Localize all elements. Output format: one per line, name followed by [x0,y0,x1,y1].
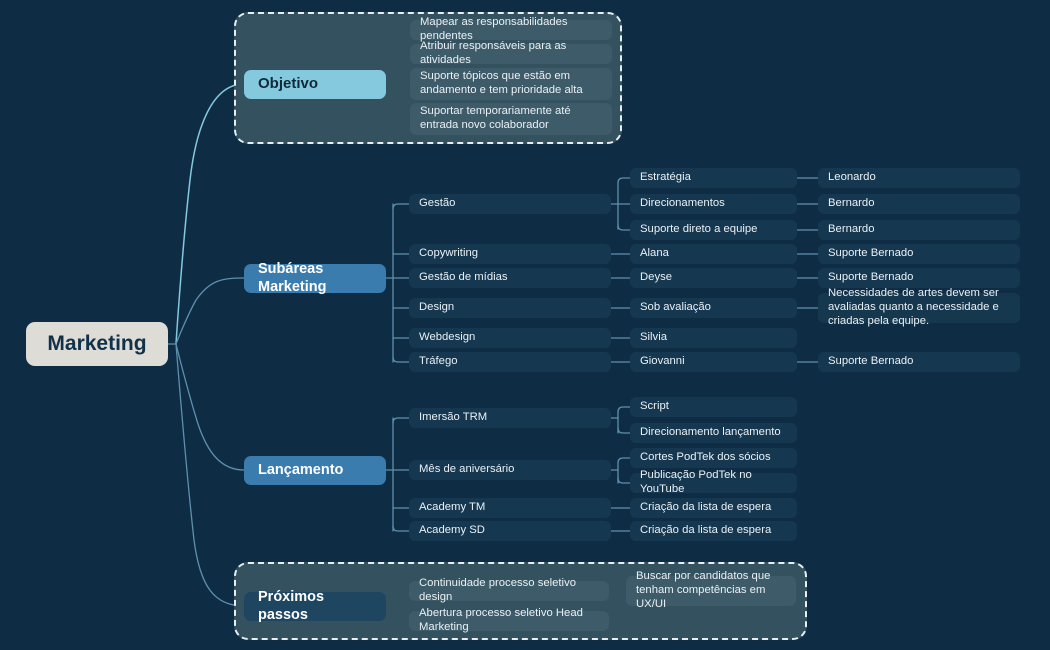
leaf-label: Suporte direto a equipe [640,223,758,236]
leaf-label: Webdesign [419,331,476,344]
leaf-label: Deyse [640,271,673,284]
leaf-label: Gestão de mídias [419,271,508,284]
leaf-necessidades-artes[interactable]: Necessidades de artes devem ser avaliada… [818,287,1020,327]
leaf-design[interactable]: Design [409,298,611,318]
leaf-mapear-responsabilidades[interactable]: Mapear as responsabilidades pendentes [410,16,612,42]
leaf-suporte-bernado-3[interactable]: Suporte Bernado [818,352,1020,372]
branch-node-subareas-label: Subáreas Marketing [258,260,327,295]
branch-node-lancamento-label: Lançamento [258,461,344,478]
leaf-label: Bernardo [828,197,875,210]
leaf-label: Copywriting [419,247,479,260]
leaf-label: Academy SD [419,524,485,537]
leaf-label: Continuidade processo seletivo design [419,577,576,603]
leaf-label: Atribuir responsáveis para as atividades [420,40,567,66]
leaf-label: Criação da lista de espera [640,501,772,514]
leaf-silvia[interactable]: Silvia [630,328,797,348]
leaf-deyse[interactable]: Deyse [630,268,797,288]
root-node-marketing[interactable]: Marketing [26,322,168,366]
leaf-suportar-temporariamente[interactable]: Suportar temporariamente até entrada nov… [410,103,612,135]
leaf-label: Abertura processo seletivo Head Marketin… [419,607,583,633]
leaf-label: Academy TM [419,501,486,514]
leaf-label: Silvia [640,331,667,344]
leaf-script[interactable]: Script [630,397,797,417]
leaf-label: Suporte Bernado [828,355,914,368]
leaf-direcionamentos[interactable]: Direcionamentos [630,194,797,214]
leaf-mes-de-aniversario[interactable]: Mês de aniversário [409,460,611,480]
leaf-label: Mapear as responsabilidades pendentes [420,16,568,42]
leaf-label: Design [419,301,455,314]
leaf-suporte-topicos[interactable]: Suporte tópicos que estão em andamento e… [410,68,612,100]
leaf-criacao-lista-espera-2[interactable]: Criação da lista de espera [630,521,797,541]
branch-node-subareas-marketing[interactable]: Subáreas Marketing [244,260,386,295]
leaf-academy-sd[interactable]: Academy SD [409,521,611,541]
leaf-label: Alana [640,247,669,260]
leaf-label: Direcionamento lançamento [640,426,781,439]
leaf-label: Publicação PodTek no YouTube [640,469,752,495]
leaf-publicacao-podtek-youtube[interactable]: Publicação PodTek no YouTube [630,469,797,495]
leaf-criacao-lista-espera-1[interactable]: Criação da lista de espera [630,498,797,518]
leaf-copywriting[interactable]: Copywriting [409,244,611,264]
root-node-label: Marketing [47,332,147,356]
leaf-label: Imersão TRM [419,411,488,424]
leaf-label: Necessidades de artes devem ser avaliada… [828,287,999,327]
leaf-buscar-candidatos-uxui[interactable]: Buscar por candidatos que tenham competê… [626,570,796,610]
leaf-label: Direcionamentos [640,197,725,210]
leaf-label: Suporte tópicos que estão em andamento e… [420,70,583,96]
leaf-abertura-processo-seletivo-head-marketing[interactable]: Abertura processo seletivo Head Marketin… [409,607,609,633]
leaf-label: Suportar temporariamente até entrada nov… [420,105,571,131]
leaf-label: Buscar por candidatos que tenham competê… [636,570,771,610]
leaf-label: Gestão [419,197,456,210]
leaf-label: Suporte Bernado [828,247,914,260]
leaf-gestao-de-midias[interactable]: Gestão de mídias [409,268,611,288]
leaf-estrategia[interactable]: Estratégia [630,168,797,188]
branch-node-lancamento[interactable]: Lançamento [244,456,386,485]
leaf-trafego[interactable]: Tráfego [409,352,611,372]
leaf-label: Sob avaliação [640,301,711,314]
leaf-alana[interactable]: Alana [630,244,797,264]
leaf-suporte-direto-equipe[interactable]: Suporte direto a equipe [630,220,797,240]
leaf-label: Mês de aniversário [419,463,515,476]
branch-node-proximos-label: Próximos passos [258,588,325,623]
leaf-label: Giovanni [640,355,685,368]
leaf-leonardo[interactable]: Leonardo [818,168,1020,188]
branch-node-proximos-passos[interactable]: Próximos passos [244,588,386,623]
branch-node-objetivo-label: Objetivo [258,75,319,93]
leaf-continuidade-processo-seletivo-design[interactable]: Continuidade processo seletivo design [409,577,609,603]
leaf-sob-avaliacao[interactable]: Sob avaliação [630,298,797,318]
leaf-bernardo-1[interactable]: Bernardo [818,194,1020,214]
leaf-suporte-bernado-1[interactable]: Suporte Bernado [818,244,1020,264]
leaf-label: Suporte Bernado [828,271,914,284]
leaf-atribuir-responsaveis[interactable]: Atribuir responsáveis para as atividades [410,40,612,66]
leaf-label: Tráfego [419,355,458,368]
leaf-webdesign[interactable]: Webdesign [409,328,611,348]
leaf-gestao[interactable]: Gestão [409,194,611,214]
leaf-bernardo-2[interactable]: Bernardo [818,220,1020,240]
leaf-label: Cortes PodTek dos sócios [640,451,771,464]
leaf-label: Criação da lista de espera [640,524,772,537]
leaf-label: Script [640,400,669,413]
leaf-label: Bernardo [828,223,875,236]
leaf-cortes-podtek-socios[interactable]: Cortes PodTek dos sócios [630,448,797,468]
branch-node-objetivo[interactable]: Objetivo [244,70,386,99]
leaf-label: Estratégia [640,171,691,184]
leaf-academy-tm[interactable]: Academy TM [409,498,611,518]
leaf-suporte-bernado-2[interactable]: Suporte Bernado [818,268,1020,288]
leaf-giovanni[interactable]: Giovanni [630,352,797,372]
leaf-direcionamento-lancamento[interactable]: Direcionamento lançamento [630,423,797,443]
leaf-imersao-trm[interactable]: Imersão TRM [409,408,611,428]
leaf-label: Leonardo [828,171,876,184]
